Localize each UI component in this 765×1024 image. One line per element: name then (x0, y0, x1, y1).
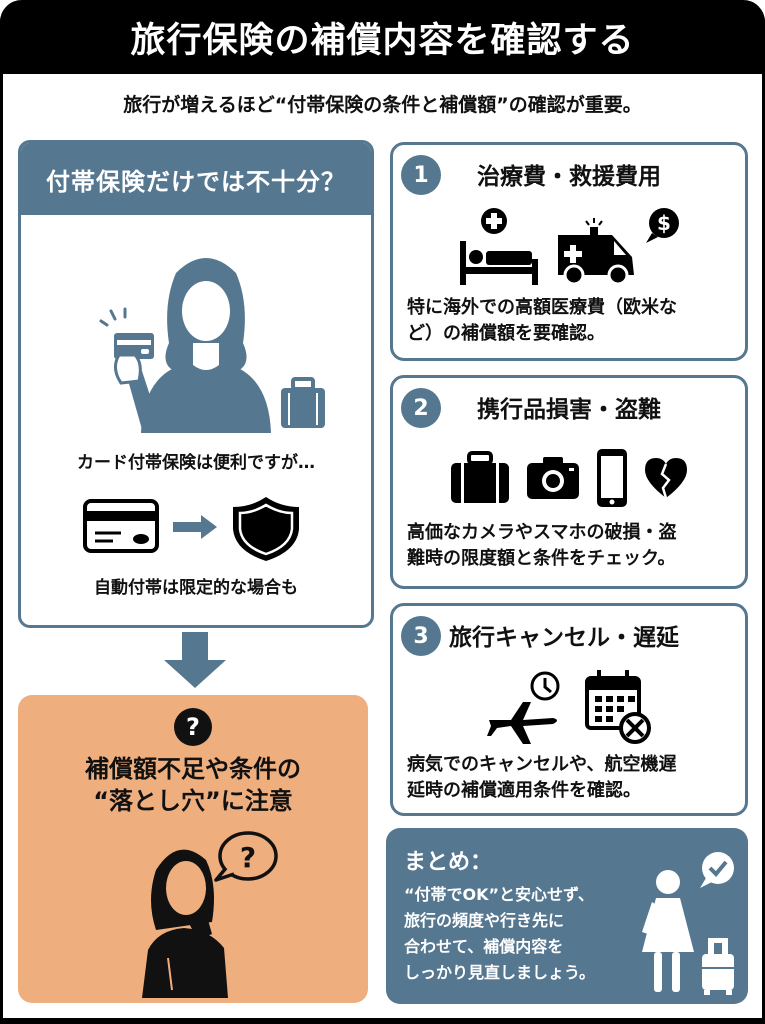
card-title: 携行品損害・盗難 (477, 397, 661, 423)
card-title: 治療費・救援費用 (477, 164, 661, 190)
calendar-cancel-icon (585, 670, 651, 744)
card-description: 高価なカメラやスマホの破損・盗 難時の限度額と条件をチェック。 (407, 522, 677, 569)
thinking-woman-icon: ? (142, 831, 278, 998)
page-title: 旅行保険の補償内容を確認する (130, 20, 635, 61)
left-panel-heading: 付帯保険だけでは不十分？ (21, 143, 371, 215)
card-description: 特に海外での高額医療費（欧米な ど）の補償額を要確認。 (407, 297, 677, 344)
page-header: 旅行保険の補償内容を確認する (0, 0, 765, 74)
summary-box: まとめ： “付帯でOK”と安心せず、 旅行の頻度や行き先に 合わせて、補償内容を… (386, 828, 748, 1004)
arrow-right-icon (173, 515, 217, 539)
shield-icon (233, 497, 299, 561)
svg-text:?: ? (186, 713, 200, 741)
card-icons: $ (393, 207, 745, 287)
hospital-bed-icon (460, 208, 538, 285)
card-icons (393, 446, 745, 510)
camera-icon (527, 457, 579, 499)
summary-title: まとめ： (404, 850, 493, 875)
number-badge: 1 (401, 155, 441, 195)
dollar-bubble-icon: $ (646, 208, 679, 243)
suitcase-icon (451, 451, 509, 503)
smartphone-icon (597, 449, 627, 507)
number-badge: 2 (401, 388, 441, 428)
auto-coverage-note: 自動付帯は限定的な場合も (94, 578, 298, 598)
svg-text:?: ? (240, 841, 256, 874)
woman-with-card-icon (99, 258, 325, 433)
warning-title: 補償額不足や条件の “落とし穴”に注意 (85, 755, 301, 815)
credit-card-icon (83, 499, 159, 553)
page-subtitle: 旅行が増えるほど“付帯保険の条件と補償額”の確認が重要。 (123, 94, 642, 116)
airplane-clock-icon (487, 671, 560, 744)
card-trip-cancellation: 3 旅行キャンセル・遅延 病気でのキャンセルや、航空機遅 延時の補償適用条件を確… (390, 603, 748, 816)
number-badge: 3 (401, 616, 441, 656)
card-description: 病気でのキャンセルや、航空機遅 延時の補償適用条件を確認。 (407, 754, 677, 801)
arrow-down-icon (164, 632, 226, 688)
card-belongings-theft: 2 携行品損害・盗難 高価なカメラやスマホの破損・盗 難時の限度額と条件をチェッ… (390, 375, 748, 589)
svg-text:$: $ (657, 211, 671, 235)
summary-body: “付帯でOK”と安心せず、 旅行の頻度や行き先に 合わせて、補償内容を しっかり… (404, 885, 596, 982)
card-icons (393, 668, 745, 748)
question-circle-icon: ? (174, 708, 212, 746)
card-insurance-insufficient: 付帯保険だけでは不十分？ カード付帯保険は便 (18, 140, 374, 628)
broken-heart-icon (645, 458, 687, 499)
traveler-check-icon (642, 852, 734, 995)
card-title: 旅行キャンセル・遅延 (449, 625, 679, 651)
card-to-shield-flow (83, 497, 299, 561)
ambulance-icon (558, 218, 634, 286)
warning-pitfalls-box: ? 補償額不足や条件の “落とし穴”に注意 ? (18, 695, 368, 1003)
card-medical-expenses: 1 治療費・救援費用 $ 特に海外での高額医療 (390, 142, 748, 361)
card-insurance-note: カード付帯保険は便利ですが… (77, 453, 315, 473)
